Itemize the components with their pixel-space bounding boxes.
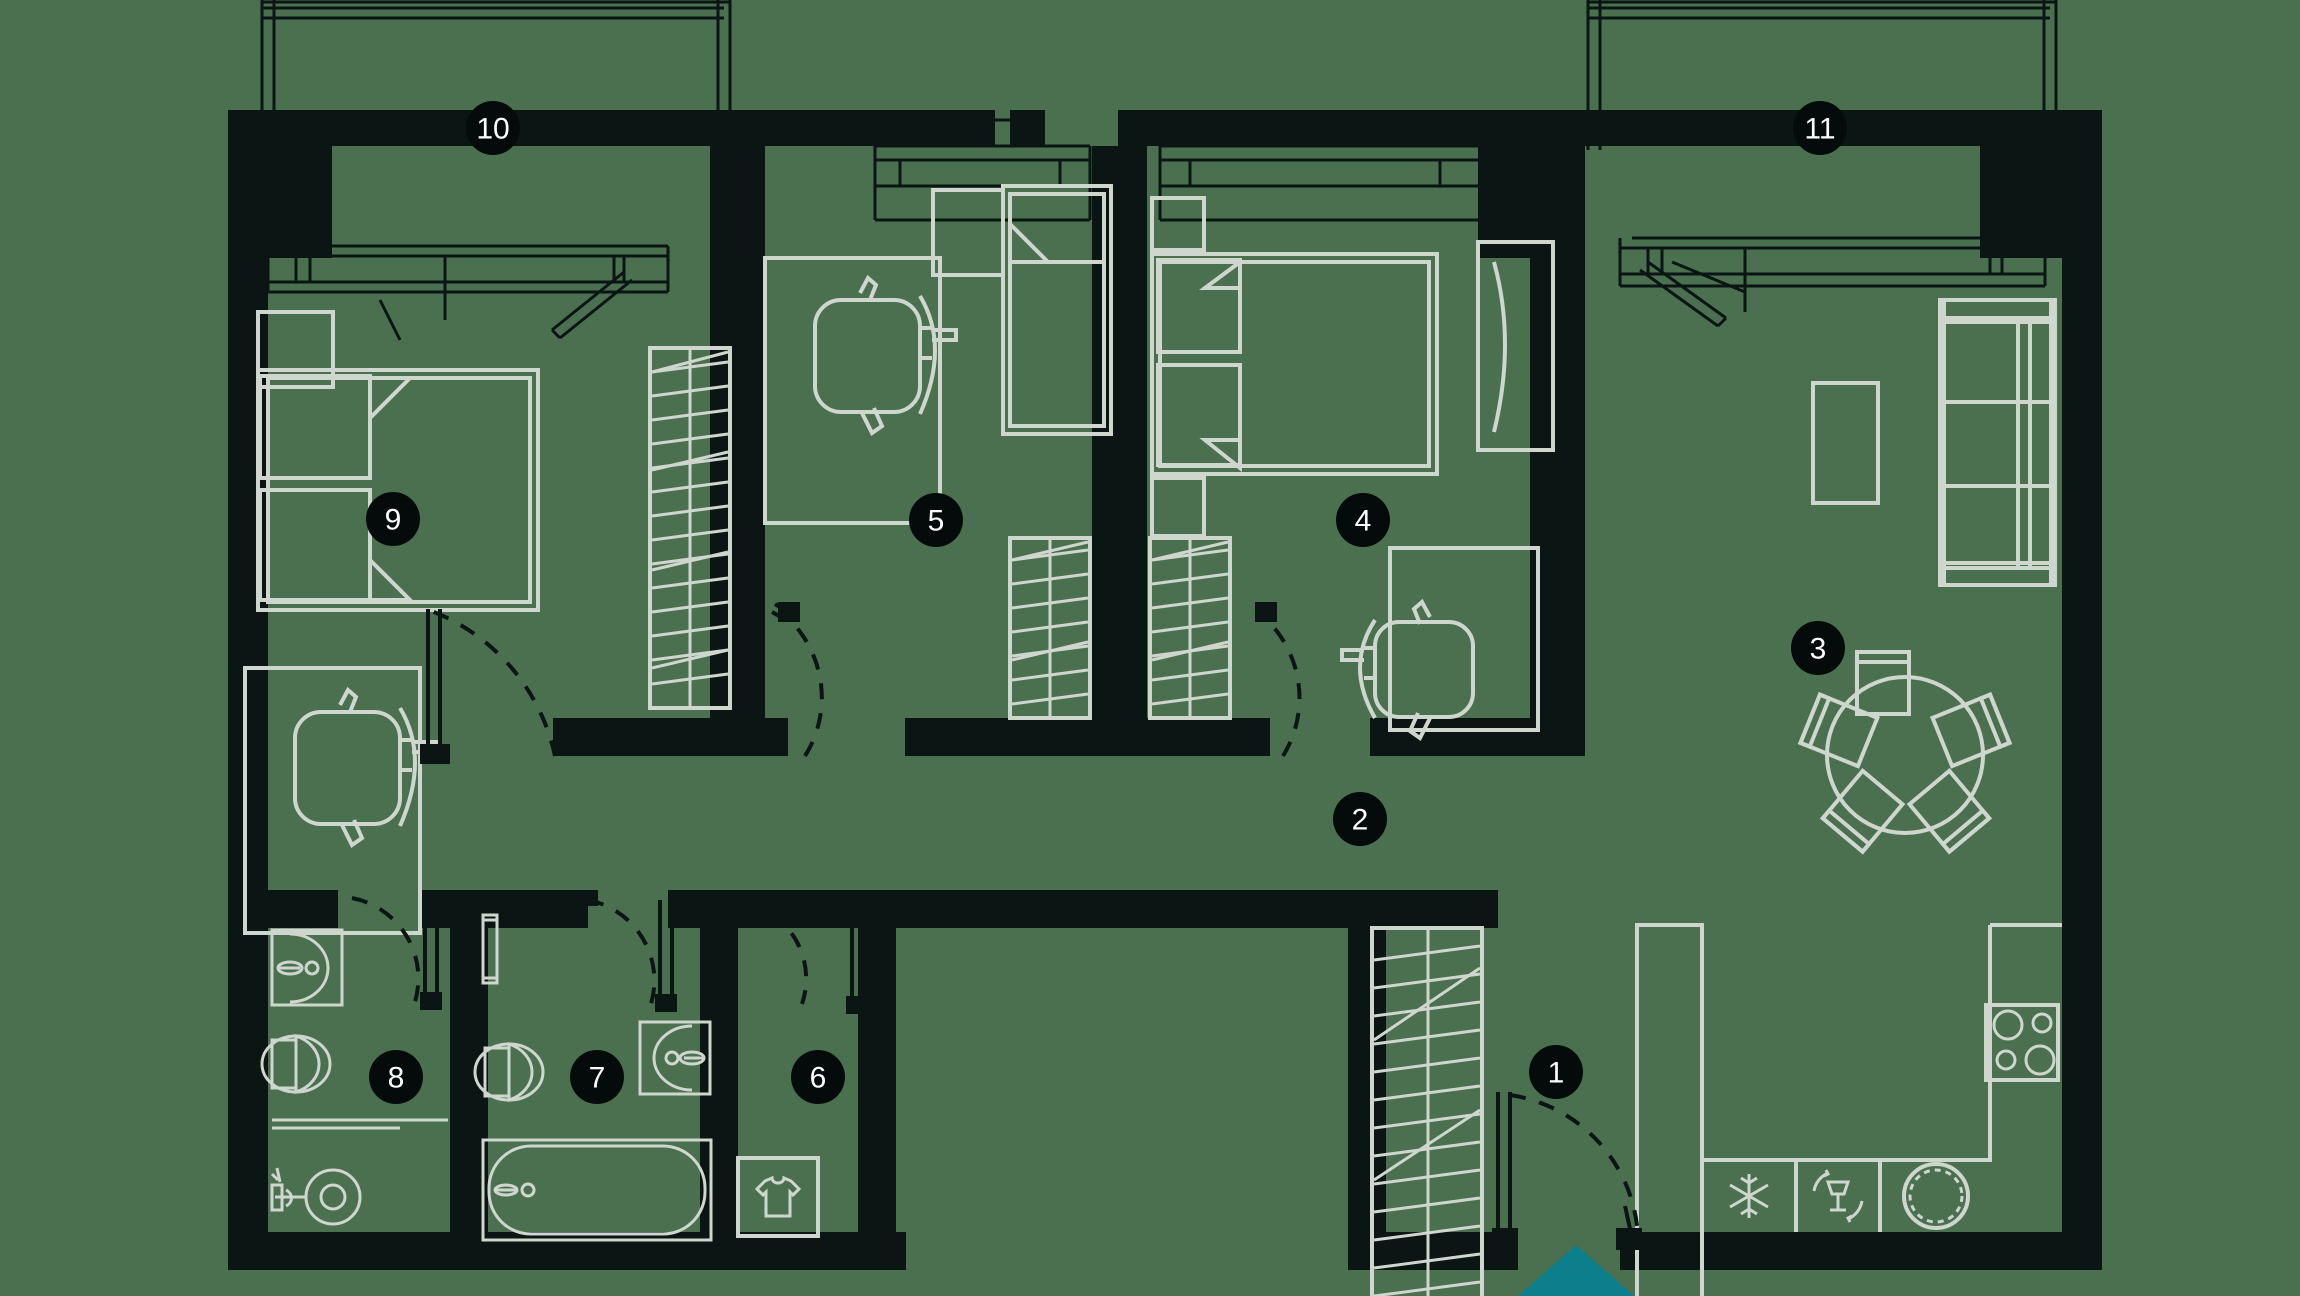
bathtub-7 [481,1138,713,1242]
bathroom-8-fixtures [260,928,448,1226]
room-badge-bedroom-9[interactable]: 9 [366,492,420,546]
badge-circle [1336,493,1390,547]
toilet-8 [260,1033,332,1095]
badge-circle [1333,792,1387,846]
tv-unit-3 [1811,381,1880,505]
entry-arrow-marker [1518,1245,1634,1296]
badge-circle [1793,101,1847,155]
nightstand-5 [931,188,1005,277]
wardrobe-bedroom-5 [1008,536,1092,720]
badge-label: 2 [1352,804,1369,837]
room-badge-laundry-room[interactable]: 6 [791,1050,845,1104]
dining-table-3 [1797,650,2013,855]
desk-5 [763,256,942,525]
badge-circle [466,101,520,155]
door-swing-entrance [1509,1093,1640,1240]
washbasin-7 [638,1020,712,1096]
bedroom-5-furniture [763,184,1113,525]
sofa-3 [1938,298,2057,587]
wardrobe-bedroom-9 [648,346,732,710]
desk-4 [1388,546,1540,732]
kitchen-furniture [1635,923,2062,1296]
room-badge-living-dining-hallway[interactable]: 2 [1333,792,1387,846]
door-swing-bath-7 [587,898,657,1008]
balcony-10-outline [260,0,732,150]
kitchen-tall-unit [1635,923,1704,1296]
badge-circle [369,1050,423,1104]
badge-label: 11 [1804,113,1835,146]
badge-circle [909,493,963,547]
room-badge-balcony-10[interactable]: 10 [466,101,520,155]
room-badge-bedroom-5[interactable]: 5 [909,493,963,547]
nightstand-4-bottom [1150,476,1206,538]
washbasin-8 [270,928,344,1007]
door-swing-bedroom-9 [425,607,557,757]
badge-label: 3 [1810,633,1827,666]
circle-sink-icon [1902,1162,1970,1230]
room-badge-bathroom-8[interactable]: 8 [369,1050,423,1104]
bedroom-9-furniture [243,310,540,935]
shower-head-8 [270,1167,362,1226]
desk-chair-5 [813,274,958,436]
badge-circle [1791,621,1845,675]
badge-label: 10 [476,113,509,146]
badge-circle [1529,1045,1583,1099]
bed-single-5 [1001,184,1113,436]
window-bedroom-4 [1158,144,1527,222]
nightstand [256,310,335,389]
room-badge-balcony-11[interactable]: 11 [1793,101,1847,155]
tshirt-icon [754,1175,802,1218]
badge-circle [366,492,420,546]
window-bedroom-5 [873,118,1092,222]
door-swings-group [351,602,1642,1250]
desk-9 [243,666,422,935]
wardrobe-bedroom-4 [1148,536,1232,720]
toilet-7 [473,1041,545,1103]
bed-double-4 [1150,252,1439,476]
room-badge-bedroom-4[interactable]: 4 [1336,493,1390,547]
desk-chair-4 [1340,598,1475,741]
bedroom-4-furniture [1150,196,1555,741]
room-badge-living-room[interactable]: 3 [1791,621,1845,675]
towel-rail-7 [481,913,499,985]
room-badge-entrance-hall[interactable]: 1 [1529,1045,1583,1099]
badge-label: 4 [1355,505,1372,538]
entrance-closet-1 [1370,926,1484,1296]
badge-label: 6 [810,1062,827,1095]
badge-label: 8 [388,1062,405,1095]
badge-label: 9 [385,504,402,537]
wine-glass-icon [1812,1169,1864,1223]
snowflake-icon [1729,1174,1769,1218]
window-bedroom-9 [266,244,670,341]
door-swing-bath-8 [351,896,421,1006]
living-room-furniture [1797,298,2057,855]
bathroom-7-fixtures [473,913,713,1242]
laundry-6-fixtures [736,1156,820,1238]
badge-label: 5 [928,505,945,538]
badge-label: 7 [589,1062,606,1095]
room-badges-group: 1 2 3 4 5 6 7 8 9 10 11 [366,101,1847,1104]
balcony-11-outline [1586,0,2058,150]
desk-chair-9 [293,686,438,848]
washing-machine-6 [736,1156,820,1238]
room-badge-bathroom-7[interactable]: 7 [570,1050,624,1104]
tv-console-4 [1476,240,1555,452]
badge-label: 1 [1548,1057,1565,1090]
door-swing-laundry-6 [741,900,809,1005]
badge-circle [570,1050,624,1104]
badge-circle [791,1050,845,1104]
nightstand-4-top [1150,196,1206,252]
window-living-room [1618,236,2047,328]
windows-group [266,118,2047,341]
cooktop-4-burner [1984,1003,2060,1082]
